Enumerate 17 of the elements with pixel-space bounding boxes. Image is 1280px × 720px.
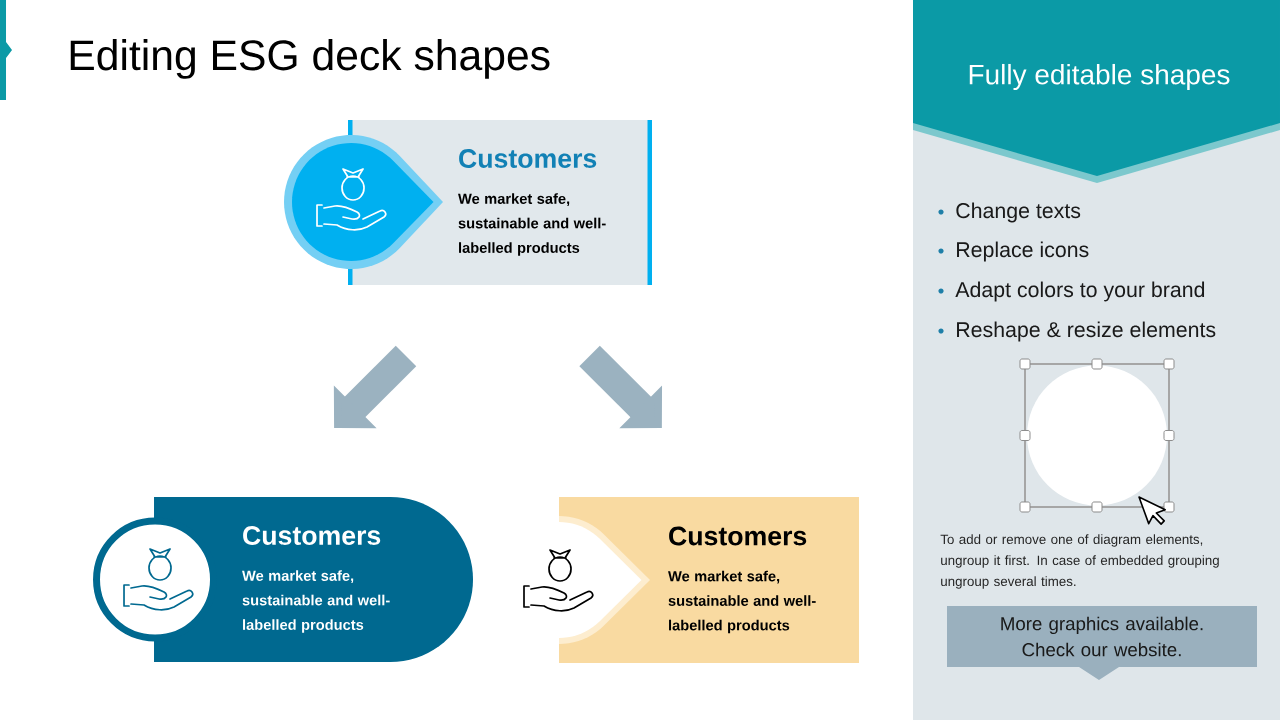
card-text: We market safe, sustainable and well-labelled products [242,570,390,633]
block-arrow [333,345,417,429]
bullet-text: Adapt colors to your brand [955,281,1205,302]
block-arrow [579,345,663,429]
card-title: Customers [459,149,597,168]
note-text: To add or remove one of diagram elements, ungroup it first. In case of embedded grouping ungroup several times. [940,534,1219,589]
slide-title: Editing ESG deck shapes [70,39,550,79]
card-title: Customers [243,526,381,545]
bullet-text: Replace icons [957,241,1089,262]
callout-box [947,606,1257,680]
card-title: Customers [669,526,807,546]
header-banner [913,0,1280,183]
callout-text: More graphics available. Check our website. [1001,616,1203,657]
bullet-text: Reshape & resize elements [957,321,1216,342]
card-text: We market safe, sustainable and well-labelled products [668,570,816,634]
banner-title: Fully editable shapes [969,63,1230,91]
card-text: We market safe, sustainable and well-labelled products [458,193,606,256]
